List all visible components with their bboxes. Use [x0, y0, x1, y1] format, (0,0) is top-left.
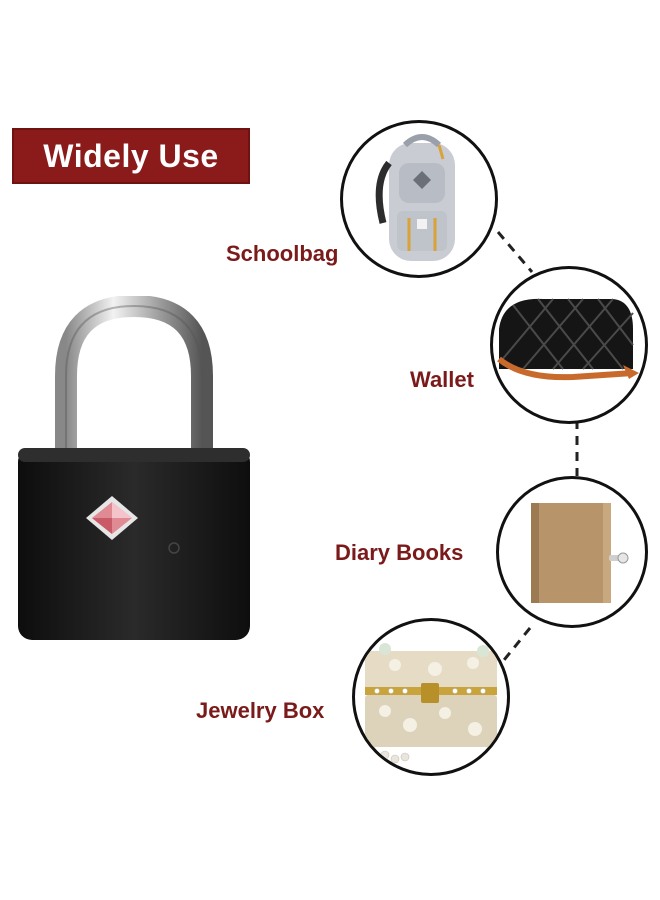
wallet-icon	[497, 298, 639, 381]
jewelry-box-circle	[352, 618, 510, 776]
banner-title: Widely Use	[43, 137, 219, 174]
jewelry-box-icon	[365, 643, 497, 766]
diary-books-circle	[496, 476, 648, 628]
backpack-icon	[375, 134, 455, 261]
tsa-diamond-icon	[86, 496, 138, 540]
diary-books-label: Diary Books	[335, 540, 464, 565]
widely-use-banner: Widely Use	[12, 128, 250, 184]
schoolbag-label: Schoolbag	[226, 241, 339, 266]
jewelry-box-label: Jewelry Box	[196, 698, 325, 723]
schoolbag-circle	[340, 120, 498, 278]
wallet-label: Wallet	[410, 367, 474, 392]
wallet-circle	[490, 266, 648, 424]
tsa-padlock-image	[14, 296, 254, 646]
diary-book-icon	[531, 503, 629, 603]
